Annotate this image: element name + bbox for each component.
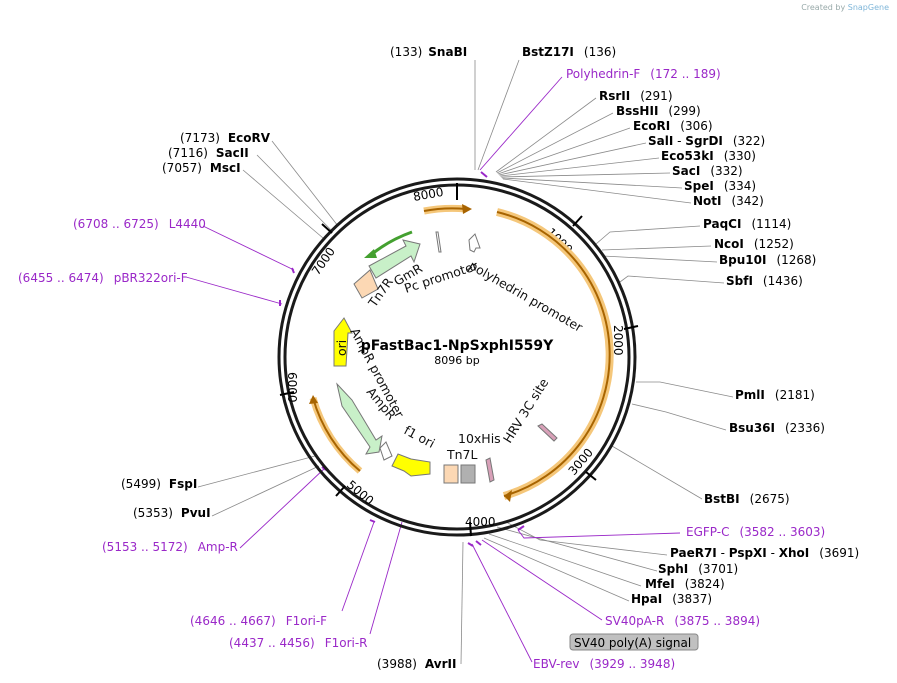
primer-f1ori-f: (4646 .. 4667)F1ori-F: [190, 614, 327, 628]
site-noti: NotI(342): [693, 194, 764, 208]
site-hpai: HpaI(3837): [631, 592, 712, 606]
sv40-polya-box[interactable]: SV40 poly(A) signal: [569, 633, 699, 651]
site-bsshii: BssHII(299): [616, 104, 701, 118]
site-paer7i-pspxi-xhoi: PaeR7I - PspXI - XhoI(3691): [670, 546, 859, 560]
plasmid-size: 8096 bp: [434, 354, 479, 367]
site-saci: SacI(332): [672, 164, 743, 178]
primer-polyhedrin-f: Polyhedrin-F(172 .. 189): [566, 67, 721, 81]
site-bpu10i: Bpu10I(1268): [719, 253, 816, 267]
primer-f1ori-r: (4437 .. 4456)F1ori-R: [229, 636, 368, 650]
plasmid-name: pFastBac1-NpSxphI559Y: [361, 338, 554, 354]
credit: Created by SnapGene: [801, 3, 889, 12]
tn7r-feature[interactable]: [353, 269, 379, 299]
primer-sv40pa-r: SV40pA-R(3875 .. 3894): [605, 614, 760, 628]
primer-egfp-c: EGFP-C(3582 .. 3603): [686, 525, 825, 539]
site-pvui: (5353)PvuI: [133, 506, 211, 520]
tn7l-feature[interactable]: [443, 464, 459, 484]
site-avrii: (3988)AvrII: [377, 657, 456, 671]
pc-promoter-feature[interactable]: [435, 231, 442, 253]
site-bstz17i: BstZ17I(136): [522, 45, 616, 59]
gmr-feature[interactable]: [368, 239, 421, 279]
tick-2000: 2000: [611, 325, 625, 356]
orf-arrowheads: [309, 204, 512, 502]
tick-8000: 8000: [412, 185, 445, 204]
tick-4000: 4000: [465, 515, 496, 529]
snapgene-logo: SnapGene: [847, 3, 889, 12]
ori-feature[interactable]: [333, 317, 353, 367]
tick-5000: 5000: [344, 478, 376, 508]
restriction-site-labels[interactable]: (133)SnaBI BstZ17I(136) RsrII(291) BssHI…: [121, 45, 859, 671]
his-tag-feature[interactable]: [485, 457, 495, 483]
sv40-feature[interactable]: [460, 464, 476, 484]
ampr-feature[interactable]: [336, 382, 383, 455]
primer-ebv-rev: EBV-rev(3929 .. 3948): [533, 657, 675, 671]
site-leader-lines: [197, 59, 734, 665]
site-rsrii: RsrII(291): [599, 89, 673, 103]
tick-6000: 6000: [285, 372, 299, 403]
sv40-polya-label: SV40 poly(A) signal: [574, 636, 691, 650]
f1-ori-label: f1 ori: [402, 422, 438, 451]
primer-amp-r: (5153 .. 5172)Amp-R: [102, 540, 238, 554]
primer-pbr322ori-f: (6455 .. 6474)pBR322ori-F: [18, 271, 188, 285]
credit-prefix: Created by: [801, 3, 846, 12]
site-sphi: SphI(3701): [658, 562, 738, 576]
his-label: 10xHis: [458, 431, 501, 446]
site-sbfi: SbfI(1436): [726, 274, 803, 288]
site-fspi: (5499)FspI: [121, 477, 197, 491]
hrv-3c-site-feature[interactable]: [537, 423, 558, 442]
backbone-outer: [277, 177, 637, 537]
ori-label: ori: [334, 340, 349, 356]
site-ecorv: (7173)EcoRV: [180, 131, 271, 145]
tick-marks: [279, 183, 639, 537]
site-bsu36i: Bsu36I(2336): [729, 421, 825, 435]
ampr-promoter-feature[interactable]: [379, 441, 393, 461]
tn7l-label: Tn7L: [446, 447, 478, 462]
site-snabi: (133)SnaBI: [390, 45, 467, 59]
primer-labels[interactable]: Polyhedrin-F(172 .. 189) EGFP-C(3582 .. …: [18, 67, 825, 671]
site-bstbi: BstBI(2675): [704, 492, 790, 506]
polyhedrin-promoter-feature[interactable]: [468, 233, 481, 253]
site-msci: (7057)MscI: [162, 161, 241, 175]
site-ecori: EcoRI(306): [633, 119, 713, 133]
hrv-label: HRV 3C site: [500, 375, 552, 445]
primer-markers: [279, 171, 525, 547]
site-sacii: (7116)SacII: [168, 146, 249, 160]
site-ncoi: NcoI(1252): [714, 237, 794, 251]
primer-leader-lines: [185, 76, 681, 663]
polyhedrin-promoter-label: polyhedrin promoter: [467, 258, 587, 336]
site-spei: SpeI(334): [684, 179, 756, 193]
site-mfei: MfeI(3824): [645, 577, 725, 591]
site-pmli: PmlI(2181): [735, 388, 815, 402]
primer-l4440: (6708 .. 6725)L4440: [73, 217, 206, 231]
site-eco53ki: Eco53kI(330): [661, 149, 756, 163]
f1-ori-feature[interactable]: [391, 453, 431, 477]
gmr-arc-head: [364, 249, 377, 258]
site-sali-sgrdi: SalI - SgrDI(322): [648, 134, 765, 148]
site-paqci: PaqCI(1114): [703, 217, 791, 231]
